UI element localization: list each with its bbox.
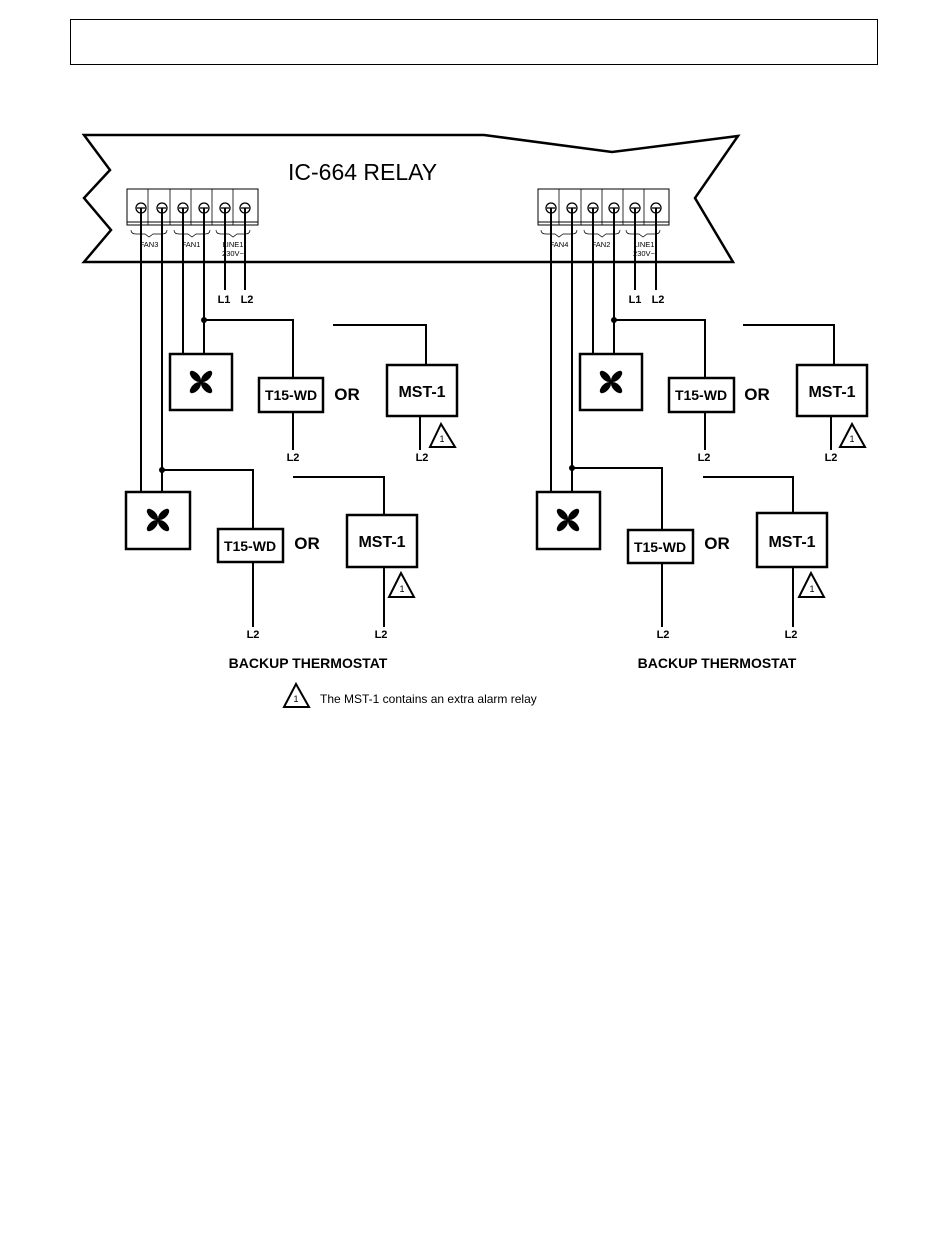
supply-l2-left: L2 [241, 294, 254, 306]
terminal-label-fan3: FAN3 [140, 240, 159, 249]
terminal-label-fan2: FAN2 [592, 240, 611, 249]
mst-1-label: MST-1 [808, 384, 855, 401]
mst-1-label: MST-1 [398, 384, 445, 401]
fan-icon [170, 354, 232, 410]
supply-l2-right: L2 [652, 294, 665, 306]
relay-title: IC-664 RELAY [288, 159, 437, 185]
mst-1-label: MST-1 [358, 534, 405, 551]
thermostat-label: T15-WD [224, 538, 276, 554]
fan-icon [126, 492, 190, 549]
fan-icon [537, 492, 600, 549]
fan-icon [580, 354, 642, 410]
thermostat-label: T15-WD [634, 539, 686, 555]
terminal-label-fan4: FAN4 [550, 240, 569, 249]
note-number: 1 [439, 434, 444, 444]
l2-label: L2 [416, 452, 429, 464]
l2-label: L2 [287, 452, 300, 464]
or-label: OR [334, 385, 360, 404]
thermostat-label: T15-WD [265, 387, 317, 403]
terminal-label-fan1: FAN1 [182, 240, 201, 249]
l2-label: L2 [247, 629, 260, 641]
l2-label: L2 [375, 629, 388, 641]
l2-label: L2 [657, 629, 670, 641]
l2-label: L2 [785, 629, 798, 641]
supply-l1-left: L1 [218, 294, 231, 306]
or-label: OR [294, 534, 320, 553]
caption-backup-thermostat: BACKUP THERMOSTAT [229, 655, 388, 671]
legend-text: The MST-1 contains an extra alarm relay [320, 692, 537, 706]
l2-label: L2 [698, 452, 711, 464]
mst-1-label: MST-1 [768, 534, 815, 551]
or-label: OR [744, 385, 770, 404]
terminal-label-line1: LINE1 [634, 240, 655, 249]
caption-backup-thermostat: BACKUP THERMOSTAT [638, 655, 797, 671]
l2-label: L2 [825, 452, 838, 464]
note-number: 1 [399, 584, 404, 594]
legend-number: 1 [293, 694, 298, 704]
terminal-label-voltage: 230V~ [633, 249, 656, 258]
note-number: 1 [849, 434, 854, 444]
note-number: 1 [809, 584, 814, 594]
or-label: OR [704, 534, 730, 553]
thermostat-label: T15-WD [675, 387, 727, 403]
supply-l1-right: L1 [629, 294, 642, 306]
